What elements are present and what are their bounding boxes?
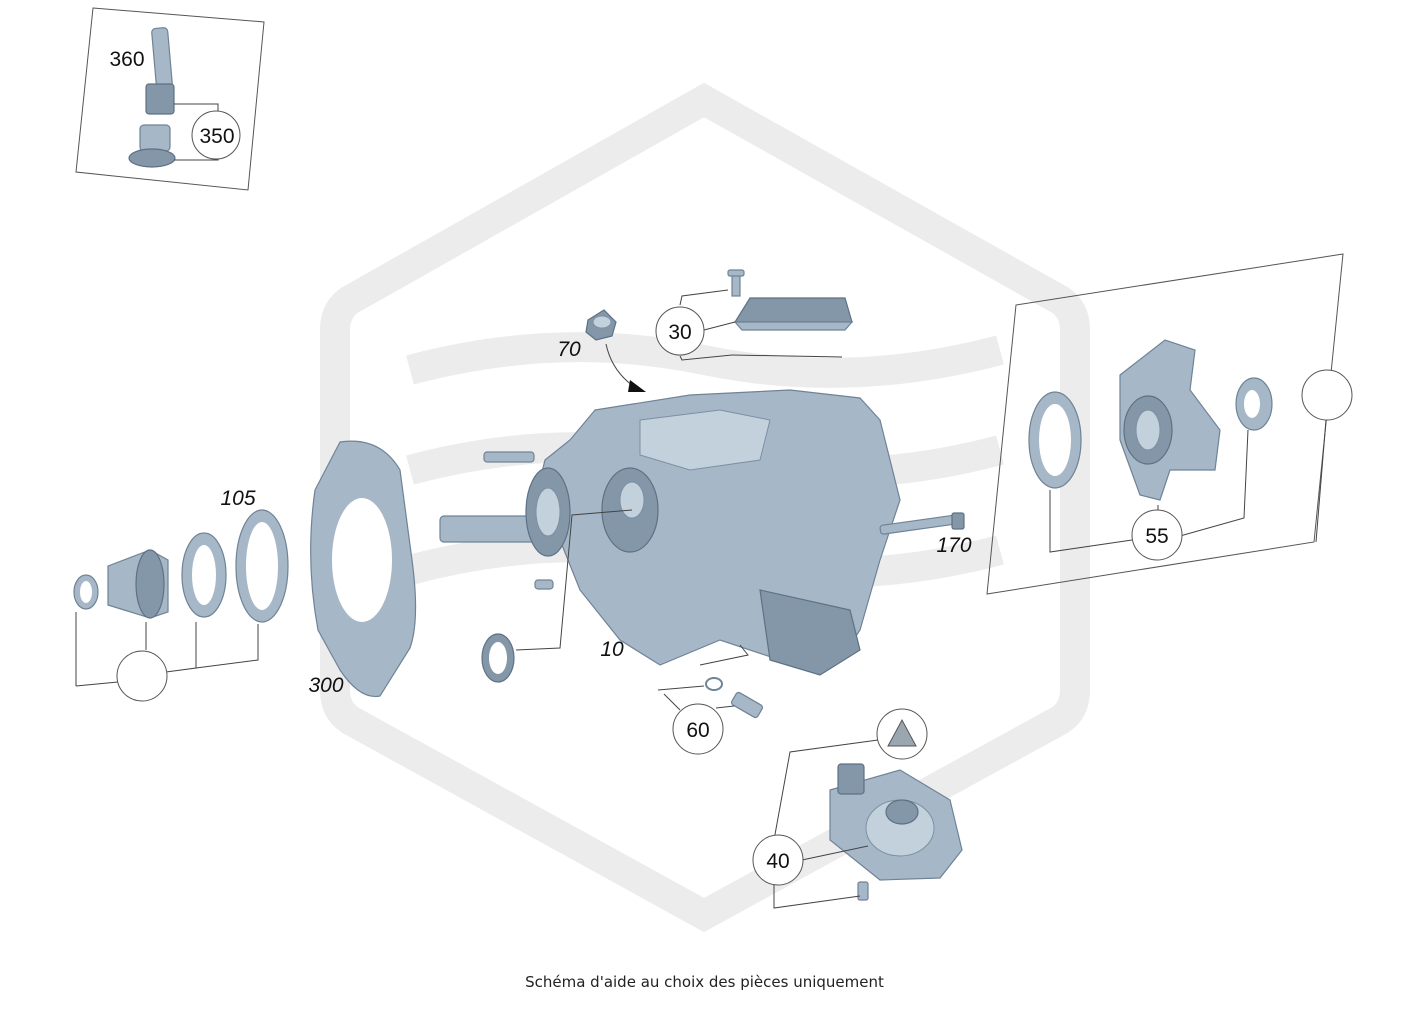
group-300-gasket: 300 bbox=[308, 440, 417, 698]
label-55: 55 bbox=[1145, 525, 1168, 548]
callout-350-circle bbox=[191, 110, 241, 160]
pin-360-base bbox=[145, 83, 175, 115]
output-shaft bbox=[439, 515, 541, 543]
diagram-disclaimer: Schéma d'aide au choix des pièces unique… bbox=[525, 973, 884, 991]
label-10: 10 bbox=[600, 638, 624, 661]
label-300: 300 bbox=[308, 674, 343, 697]
label-105: 105 bbox=[220, 487, 255, 510]
label-30: 30 bbox=[668, 321, 691, 344]
group-10-transfer-case: 10 bbox=[439, 389, 901, 683]
plug-350-base bbox=[128, 148, 176, 168]
label-360: 360 bbox=[109, 48, 144, 71]
group-350-360: 360 350 bbox=[75, 7, 265, 191]
label-170: 170 bbox=[936, 534, 971, 557]
group-60-sensor: 60 bbox=[657, 677, 763, 755]
callout-55-empty-circle bbox=[1301, 369, 1353, 421]
callout-30-circle bbox=[655, 306, 705, 356]
o-ring-60 bbox=[705, 677, 723, 691]
callout-105-circle bbox=[116, 650, 168, 702]
group-40-actuator: 40 bbox=[752, 708, 963, 909]
group-30-cover: 30 bbox=[655, 269, 854, 361]
group-105-bearing-set: 105 bbox=[73, 487, 289, 702]
label-40: 40 bbox=[766, 850, 789, 873]
plug-350-top bbox=[139, 124, 171, 152]
group-55-flange: 55 bbox=[986, 253, 1353, 595]
arrow-head bbox=[628, 380, 646, 392]
callout-55-circle bbox=[1131, 509, 1183, 561]
bolt-40 bbox=[857, 881, 869, 901]
label-70: 70 bbox=[557, 338, 581, 361]
callout-60-circle bbox=[672, 703, 724, 755]
group-170-bolt: 170 bbox=[879, 512, 972, 557]
pin-360-shape bbox=[151, 27, 173, 89]
callout-40-circle bbox=[752, 834, 804, 886]
sensor-60 bbox=[731, 691, 763, 719]
triangle-plate-icon bbox=[887, 718, 917, 747]
label-60: 60 bbox=[686, 719, 709, 742]
group-70-plug: 70 bbox=[557, 309, 646, 392]
bolt-top-left bbox=[483, 451, 535, 463]
label-350: 350 bbox=[199, 125, 234, 148]
